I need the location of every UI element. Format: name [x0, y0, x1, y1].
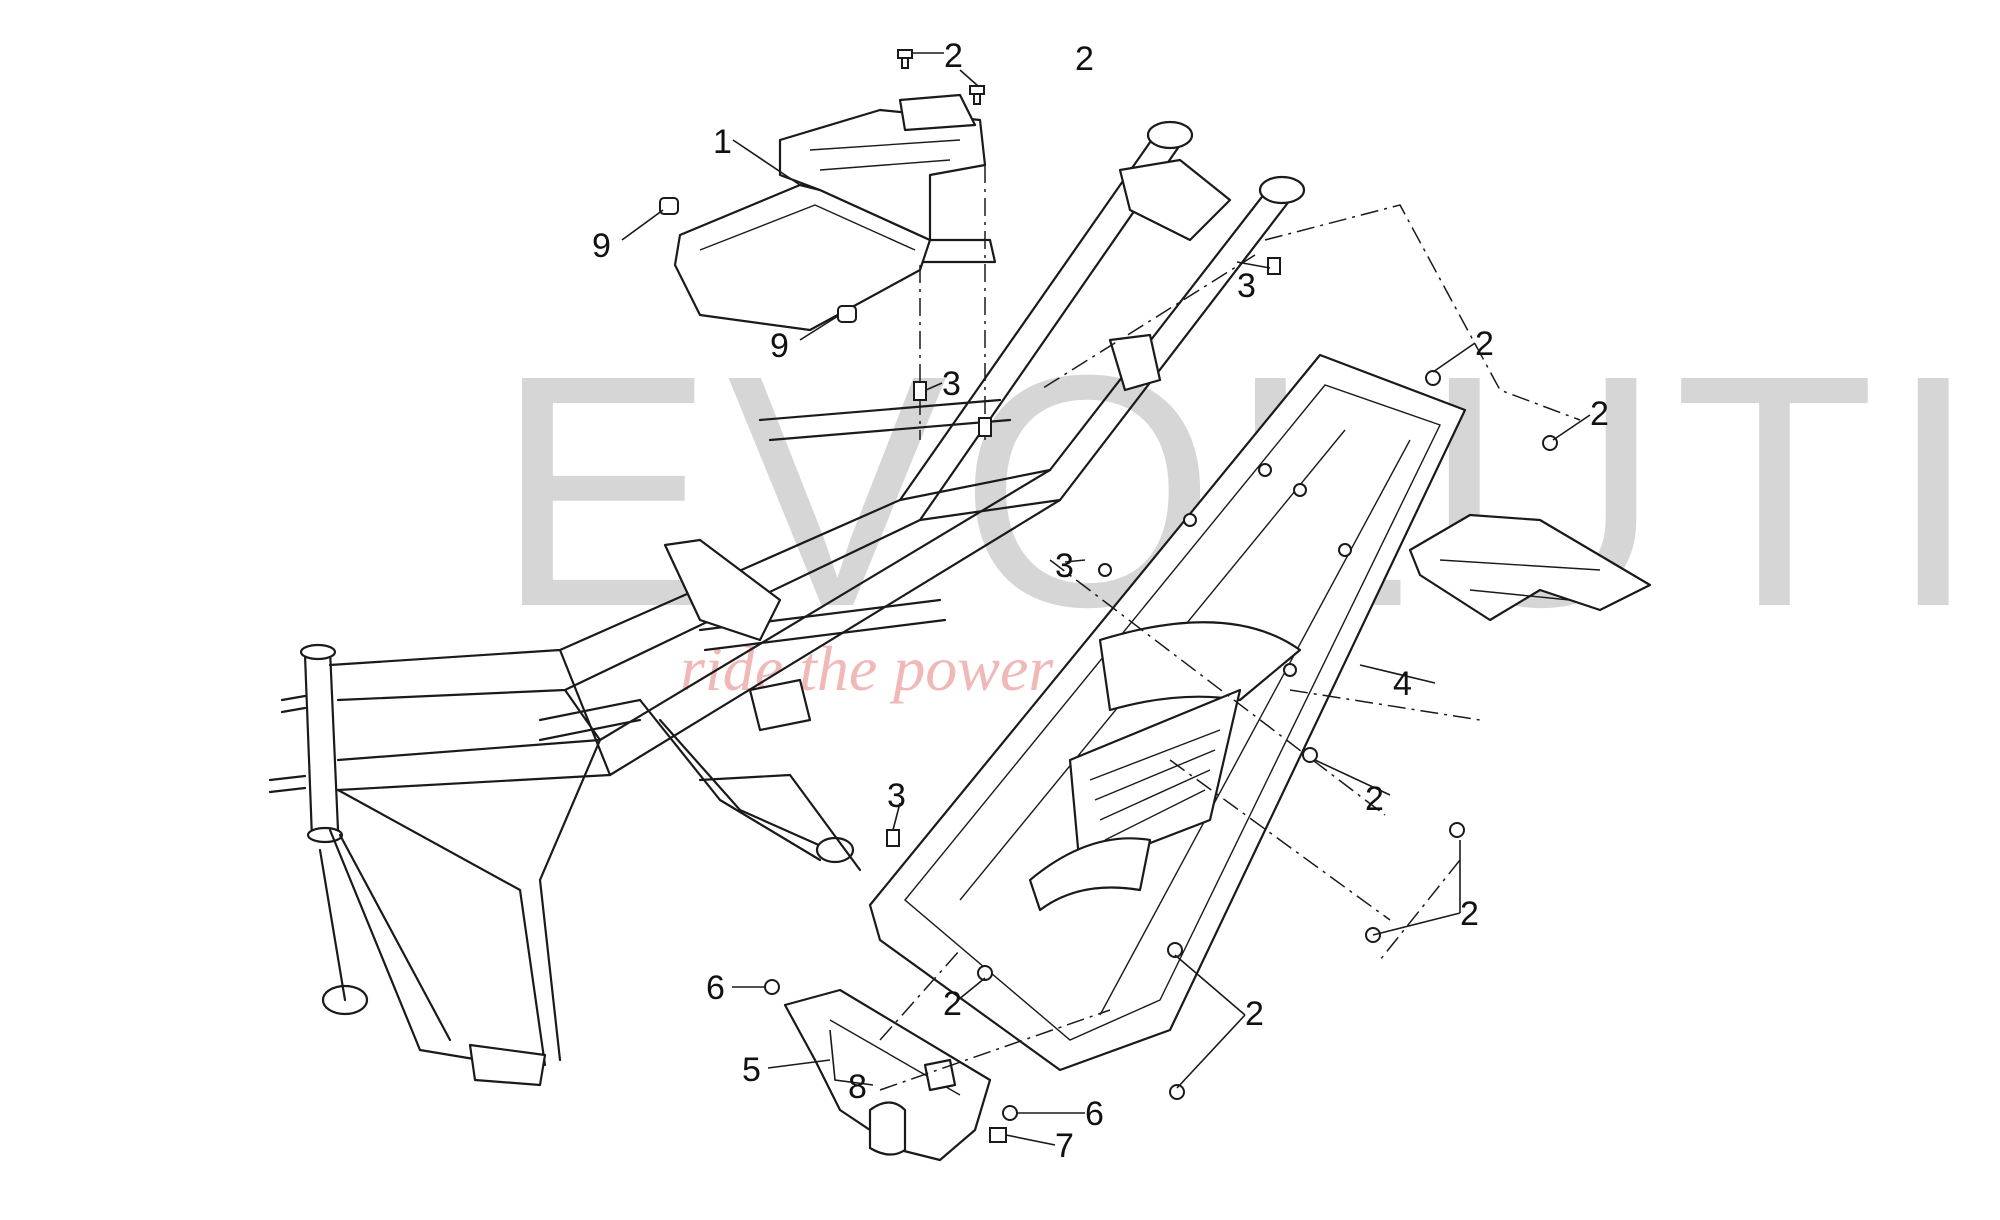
callout-label: 2 — [1365, 780, 1384, 818]
callout-label: 2 — [944, 37, 963, 75]
screw-icon — [897, 49, 913, 69]
callout-label: 4 — [1393, 665, 1412, 703]
callout-label: 9 — [770, 327, 789, 365]
watermark-tagline: ride the power — [680, 633, 1054, 704]
screw-icon — [1002, 1105, 1018, 1121]
callout-label: 2 — [1075, 40, 1094, 78]
bushing-icon — [837, 305, 857, 323]
callout-label: 7 — [1055, 1127, 1074, 1165]
callout-label: 3 — [942, 365, 961, 403]
callout-label: 3 — [1055, 547, 1074, 585]
spacer-icon — [978, 417, 992, 437]
spacer-icon — [913, 381, 927, 401]
fasteners — [659, 49, 1558, 1143]
callout-label: 2 — [1590, 395, 1609, 433]
callout-label: 2 — [1475, 325, 1494, 363]
screw-icon — [977, 965, 993, 981]
callout-label: 2 — [943, 985, 962, 1023]
screw-icon — [1425, 370, 1441, 386]
callout-label: 6 — [706, 969, 725, 1007]
side-bracket — [1408, 513, 1652, 622]
callout-label: 2 — [1460, 895, 1479, 933]
screw-icon — [1167, 942, 1183, 958]
assembly-lines — [879, 165, 1581, 1091]
callout-label: 3 — [887, 777, 906, 815]
main-frame — [268, 120, 1306, 1087]
callout-label: 8 — [848, 1068, 867, 1106]
bushing-icon — [659, 197, 679, 215]
callout-label: 9 — [592, 227, 611, 265]
screw-icon — [1302, 747, 1318, 763]
callout-label: 1 — [713, 123, 732, 161]
nut-icon — [989, 1127, 1007, 1143]
spacer-icon — [886, 829, 900, 847]
rear-mudguard — [868, 353, 1467, 1072]
callout-labels: 1 2 2 2 2 2 2 2 2 3 3 3 3 4 5 6 6 7 8 9 … — [592, 37, 1609, 1165]
spacer-icon — [1267, 257, 1281, 275]
callout-label: 5 — [742, 1051, 761, 1089]
callout-label: 2 — [1245, 995, 1264, 1033]
screw-icon — [1449, 822, 1465, 838]
screw-icon — [764, 979, 780, 995]
callout-label: 6 — [1085, 1095, 1104, 1133]
callout-label: 3 — [1237, 267, 1256, 305]
battery-tray — [673, 93, 987, 332]
cover-plate — [783, 988, 992, 1162]
leader-lines — [621, 52, 1591, 1146]
screw-icon — [1169, 1084, 1185, 1100]
screw-icon — [969, 85, 985, 105]
